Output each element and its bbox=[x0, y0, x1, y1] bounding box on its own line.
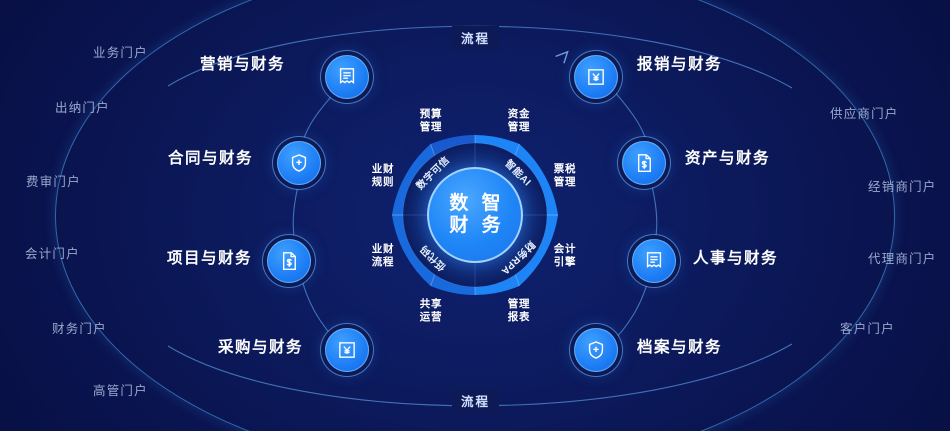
node-label-marketing-finance: 营销与财务 bbox=[200, 56, 286, 73]
node-purchase-finance[interactable] bbox=[325, 328, 369, 372]
portal-executive: 高管门户 bbox=[93, 384, 148, 398]
node-asset-finance[interactable] bbox=[622, 141, 666, 185]
ring-label-biz-flow: 业财 流程 bbox=[371, 242, 395, 268]
portal-customer: 客户门户 bbox=[840, 322, 895, 336]
portal-finance: 财务门户 bbox=[52, 322, 107, 336]
node-label-hr-finance: 人事与财务 bbox=[693, 250, 779, 267]
node-label-purchase-finance: 采购与财务 bbox=[218, 339, 304, 356]
center-title-line2: 财 务 bbox=[449, 215, 505, 236]
portal-accounting: 会计门户 bbox=[25, 247, 80, 261]
node-label-archive-finance: 档案与财务 bbox=[637, 339, 723, 356]
portal-agent: 代理商门户 bbox=[868, 252, 937, 266]
node-label-asset-finance: 资产与财务 bbox=[685, 150, 771, 167]
receipt-icon bbox=[643, 250, 665, 272]
yen-box-icon bbox=[585, 66, 607, 88]
receipt-icon bbox=[336, 66, 358, 88]
ring-label-biz-rule: 业财 规则 bbox=[371, 162, 395, 188]
node-marketing-finance[interactable] bbox=[325, 55, 369, 99]
process-label-bottom: 流程 bbox=[452, 389, 500, 412]
node-label-expense-finance: 报销与财务 bbox=[637, 56, 723, 73]
ring-label-shared-ops: 共享 运营 bbox=[419, 297, 443, 323]
node-label-project-finance: 项目与财务 bbox=[167, 250, 253, 267]
process-label-top: 流程 bbox=[452, 26, 500, 49]
ring-label-budget: 预算 管理 bbox=[419, 107, 443, 133]
node-label-contract-finance: 合同与财务 bbox=[168, 150, 254, 167]
ring-label-tax: 票税 管理 bbox=[553, 162, 577, 188]
portal-cashier: 出纳门户 bbox=[55, 101, 110, 115]
portal-distributor: 经销商门户 bbox=[868, 180, 937, 194]
ring-label-funds: 资金 管理 bbox=[507, 107, 531, 133]
center-title-line1: 数 智 bbox=[449, 192, 505, 214]
node-archive-finance[interactable] bbox=[574, 328, 618, 372]
center-badge: 数 智 财 务 bbox=[427, 167, 523, 263]
node-expense-finance[interactable] bbox=[574, 55, 618, 99]
node-contract-finance[interactable] bbox=[277, 141, 321, 185]
portal-audit: 费审门户 bbox=[26, 175, 81, 189]
node-project-finance[interactable] bbox=[267, 239, 311, 283]
yen-box-icon bbox=[336, 339, 358, 361]
inner-ring-dividers bbox=[403, 143, 547, 287]
doc-dollar-icon bbox=[633, 152, 655, 174]
node-hr-finance[interactable] bbox=[632, 239, 676, 283]
shield-plus-icon bbox=[585, 339, 607, 361]
portal-business: 业务门户 bbox=[93, 46, 148, 60]
portal-supplier: 供应商门户 bbox=[830, 107, 899, 121]
ring-label-report: 管理 报表 bbox=[507, 297, 531, 323]
ring-label-accounting-engine: 会计 引擎 bbox=[553, 242, 577, 268]
shield-plus-icon bbox=[288, 152, 310, 174]
doc-dollar-icon bbox=[278, 250, 300, 272]
